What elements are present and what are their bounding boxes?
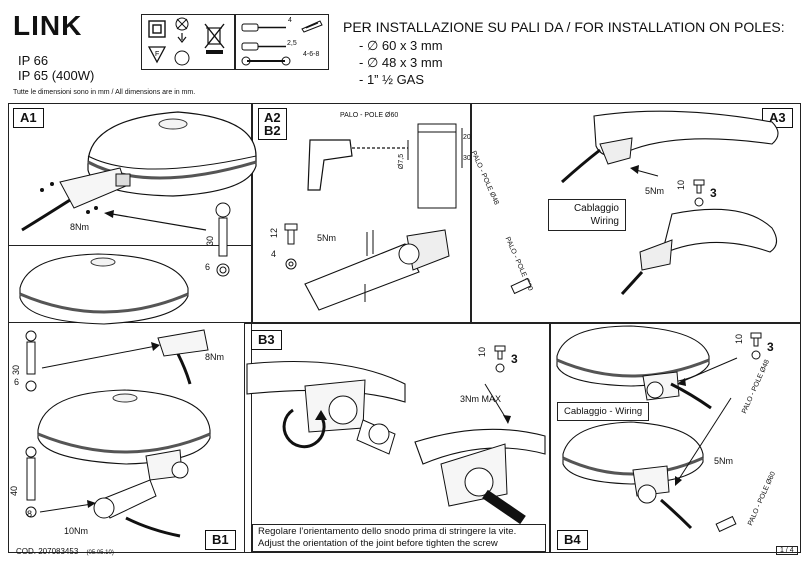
a2-drill-drawing (307, 123, 463, 209)
tools-box (235, 14, 329, 70)
b2-torque: 5Nm (317, 233, 337, 243)
a3-wiring-text: Cablaggio Wiring (573, 203, 619, 227)
b1-dim-30: 30 (11, 364, 22, 376)
b1-torque-top: 8Nm (205, 352, 225, 362)
panel-b4-label: B4 (557, 530, 588, 550)
tool-number-3: 4-6-8 (303, 51, 320, 58)
b4-screw-icon (750, 332, 762, 360)
lamp-cross-icon (175, 17, 189, 43)
svg-text:F: F (155, 51, 159, 58)
b3-screw-len: 10 (477, 346, 488, 358)
pole-option-3: - 1” ½ GAS (359, 72, 425, 87)
tool-number-2: 2,5 (287, 40, 297, 47)
panel-b3-label: B3 (251, 330, 282, 350)
b3-orientation-note: Regolare l’orientamento dello snodo prim… (252, 524, 546, 552)
b2-screw-icon (284, 223, 298, 270)
a2-dim-20: 20 (463, 134, 471, 141)
a3-torque: 5Nm (645, 186, 665, 196)
panel-b1-label: B1 (205, 530, 236, 550)
panel-a2b2 (252, 103, 471, 323)
a3-screw-len: 10 (676, 179, 687, 191)
b3-screw-icon (494, 345, 506, 373)
panel-a1 (8, 103, 252, 323)
a3-wiring-note: Cablaggio Wiring (548, 199, 626, 231)
b4-lamp-drawing (556, 325, 738, 533)
screwdriver-icon (241, 23, 286, 32)
spanner-icon (241, 56, 291, 66)
hex-key-icon (241, 42, 286, 51)
b3-joint-drawing (246, 360, 546, 525)
panel-b1 (8, 245, 252, 553)
document-code-text: COD. 207083453 (16, 547, 79, 556)
b1-screw-top-icon (25, 330, 37, 392)
panel-a1-label: A1 (13, 108, 44, 128)
b2-label: B2 (264, 123, 281, 138)
b1-dim-40: 40 (9, 485, 20, 497)
b4-screw-len: 10 (734, 333, 745, 345)
product-title: LINK (13, 10, 83, 41)
a3-screw-dia: 3 (710, 186, 717, 200)
b3-note-en: Adjust the orientation of the joint befo… (258, 538, 498, 549)
panel-b4 (550, 323, 801, 553)
panel-a2-label: A2 B2 (258, 108, 287, 140)
triangle-f-icon: F (147, 46, 167, 64)
units-note: Tutte le dimensioni sono in mm / All dim… (13, 89, 196, 96)
b1-dim-8: 8 (27, 509, 33, 519)
b3-note-it: Regolare l’orientamento dello snodo prim… (258, 526, 517, 537)
b4-torque: 5Nm (714, 456, 734, 466)
a2-dim-30: 30 (463, 155, 471, 162)
b1-dim-6: 6 (14, 377, 20, 387)
a3-lamp-drawing (510, 110, 779, 296)
panel-a3 (471, 103, 801, 323)
b3-torque: 3Nm MAX (460, 394, 502, 404)
pole-option-2: - ∅ 48 x 3 mm (359, 55, 443, 70)
class-ii-icon (148, 20, 166, 38)
a2-label: A2 (264, 110, 281, 125)
a1-dim-dia: 6 (205, 262, 211, 272)
ip-rating-2: IP 65 (400W) (18, 68, 95, 83)
panel-b3 (244, 323, 550, 553)
document-date: (05.05.10) (86, 550, 114, 556)
a1-screw-icon (215, 202, 231, 277)
document-code: COD. 207083453 (05.05.10) (16, 547, 114, 556)
symbols-box (141, 14, 235, 70)
wrench-set-icon (301, 20, 323, 33)
b3-screw-dia: 3 (511, 352, 518, 366)
a3-screw-icon (693, 179, 705, 207)
a2-dim-75: Ø7,5 (398, 153, 406, 170)
b2-screw-dia: 4 (271, 249, 277, 259)
b2-screw-len: 12 (269, 227, 280, 239)
b4-screw-dia: 3 (767, 340, 774, 354)
tool-number-1: 4 (288, 17, 292, 24)
b2-pole-drawing (304, 229, 450, 311)
a2-pole-label: PALO - POLE Ø60 (340, 112, 399, 119)
ip-rating-1: IP 66 (18, 53, 49, 68)
pole-heading: PER INSTALLAZIONE SU PALI DA / FOR INSTA… (343, 19, 785, 35)
b1-screw-bottom-icon (25, 446, 37, 518)
weee-bin-icon (204, 23, 225, 54)
a1-dim-len: 30 (205, 235, 216, 247)
b1-lamp-top-drawing (19, 253, 209, 385)
circle-icon (174, 50, 190, 66)
b1-lamp-bottom-drawing (37, 389, 211, 538)
a1-lamp-drawing (21, 111, 257, 232)
pole-option-1: - ∅ 60 x 3 mm (359, 38, 443, 53)
b4-wiring-note: Cablaggio - Wiring (557, 402, 650, 421)
a1-torque: 8Nm (70, 222, 90, 232)
b1-torque-bottom: 10Nm (64, 526, 89, 536)
page-number: 1 / 4 (776, 546, 798, 555)
